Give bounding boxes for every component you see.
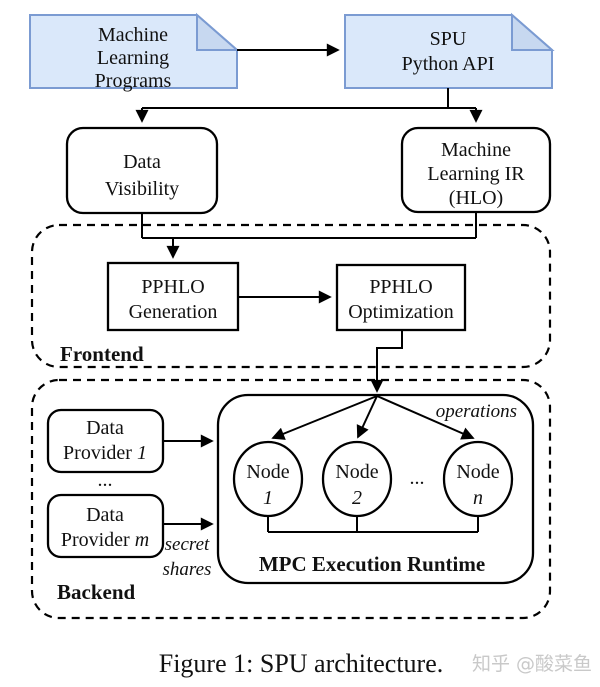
node-interconnect-bus xyxy=(267,516,479,533)
node-n-circle: Node n xyxy=(442,440,514,518)
node-n-word: Node xyxy=(456,461,499,483)
backend-container xyxy=(30,378,552,620)
data-visibility-box: Data Visibility xyxy=(65,126,219,215)
data-provider-1-box: Data Provider 1 xyxy=(46,408,165,474)
arrow-to-node-1 xyxy=(271,395,378,440)
ml-programs-line2: Learning xyxy=(97,47,169,69)
operations-label: operations xyxy=(436,401,517,422)
secret-shares-line2: shares xyxy=(163,559,212,580)
connector-frontend-bus xyxy=(141,212,477,239)
mpc-execution-runtime-box: operations MPC Execution Runtime Node 1 … xyxy=(216,393,535,585)
arrow-to-node-n xyxy=(376,395,475,440)
frontend-label: Frontend xyxy=(60,342,144,366)
frontend-container xyxy=(30,223,552,369)
pphlo-optimization-box: PPHLO Optimization xyxy=(335,263,467,332)
ml-ir-line1: Machine xyxy=(441,139,511,161)
ml-programs-line3: Programs xyxy=(95,70,172,92)
node-2-sub: 2 xyxy=(352,487,362,509)
provider-m-line1: Data xyxy=(86,504,124,526)
node-ellipsis: ... xyxy=(410,467,425,489)
data-provider-m-box: Data Provider m xyxy=(46,493,165,559)
provider-1-line1: Data xyxy=(86,417,124,439)
provider-ellipsis: ... xyxy=(98,469,113,491)
arrow-to-node-2 xyxy=(356,395,378,439)
machine-learning-ir-box: Machine Learning IR (HLO) xyxy=(400,126,552,214)
ml-programs-line1: Machine xyxy=(98,24,168,46)
pphlo-optimization-line2: Optimization xyxy=(348,301,454,323)
machine-learning-programs-doc: Machine Learning Programs xyxy=(29,12,240,92)
node-n-sub: n xyxy=(473,487,483,509)
document-shape xyxy=(29,14,238,89)
node-2-circle: Node 2 xyxy=(321,440,393,518)
mpc-runtime-title: MPC Execution Runtime xyxy=(259,552,485,576)
backend-label: Backend xyxy=(57,580,136,604)
pphlo-generation-box: PPHLO Generation xyxy=(106,261,240,332)
connector-optimization-to-runtime xyxy=(370,330,403,393)
pphlo-generation-line2: Generation xyxy=(129,301,218,323)
connector-spu-bus xyxy=(142,88,476,109)
provider-m-line2: Provider m xyxy=(61,529,149,551)
data-visibility-line1: Data xyxy=(123,151,161,173)
document-shape xyxy=(344,14,553,89)
spu-python-api-doc: SPU Python API xyxy=(344,12,555,89)
secret-shares-line1: secret xyxy=(165,534,210,555)
node-1-word: Node xyxy=(246,461,289,483)
node-1-sub: 1 xyxy=(263,487,273,509)
pphlo-generation-line1: PPHLO xyxy=(141,276,204,298)
folded-corner-icon xyxy=(511,12,555,51)
provider-1-line2: Provider 1 xyxy=(63,442,147,464)
ml-ir-line2: Learning IR xyxy=(427,163,525,185)
pphlo-optimization-line1: PPHLO xyxy=(369,276,432,298)
rounded-box xyxy=(46,493,165,559)
folded-corner-icon xyxy=(196,12,240,51)
ml-ir-line3: (HLO) xyxy=(449,187,503,209)
node-1-circle: Node 1 xyxy=(232,440,304,518)
spu-api-line2: Python API xyxy=(402,53,495,75)
data-visibility-line2: Visibility xyxy=(105,178,179,200)
watermark-text: 知乎 @酸菜鱼 xyxy=(472,653,592,675)
figure-caption: Figure 1: SPU architecture. xyxy=(159,649,444,678)
node-2-word: Node xyxy=(335,461,378,483)
spu-api-line1: SPU xyxy=(430,28,467,50)
